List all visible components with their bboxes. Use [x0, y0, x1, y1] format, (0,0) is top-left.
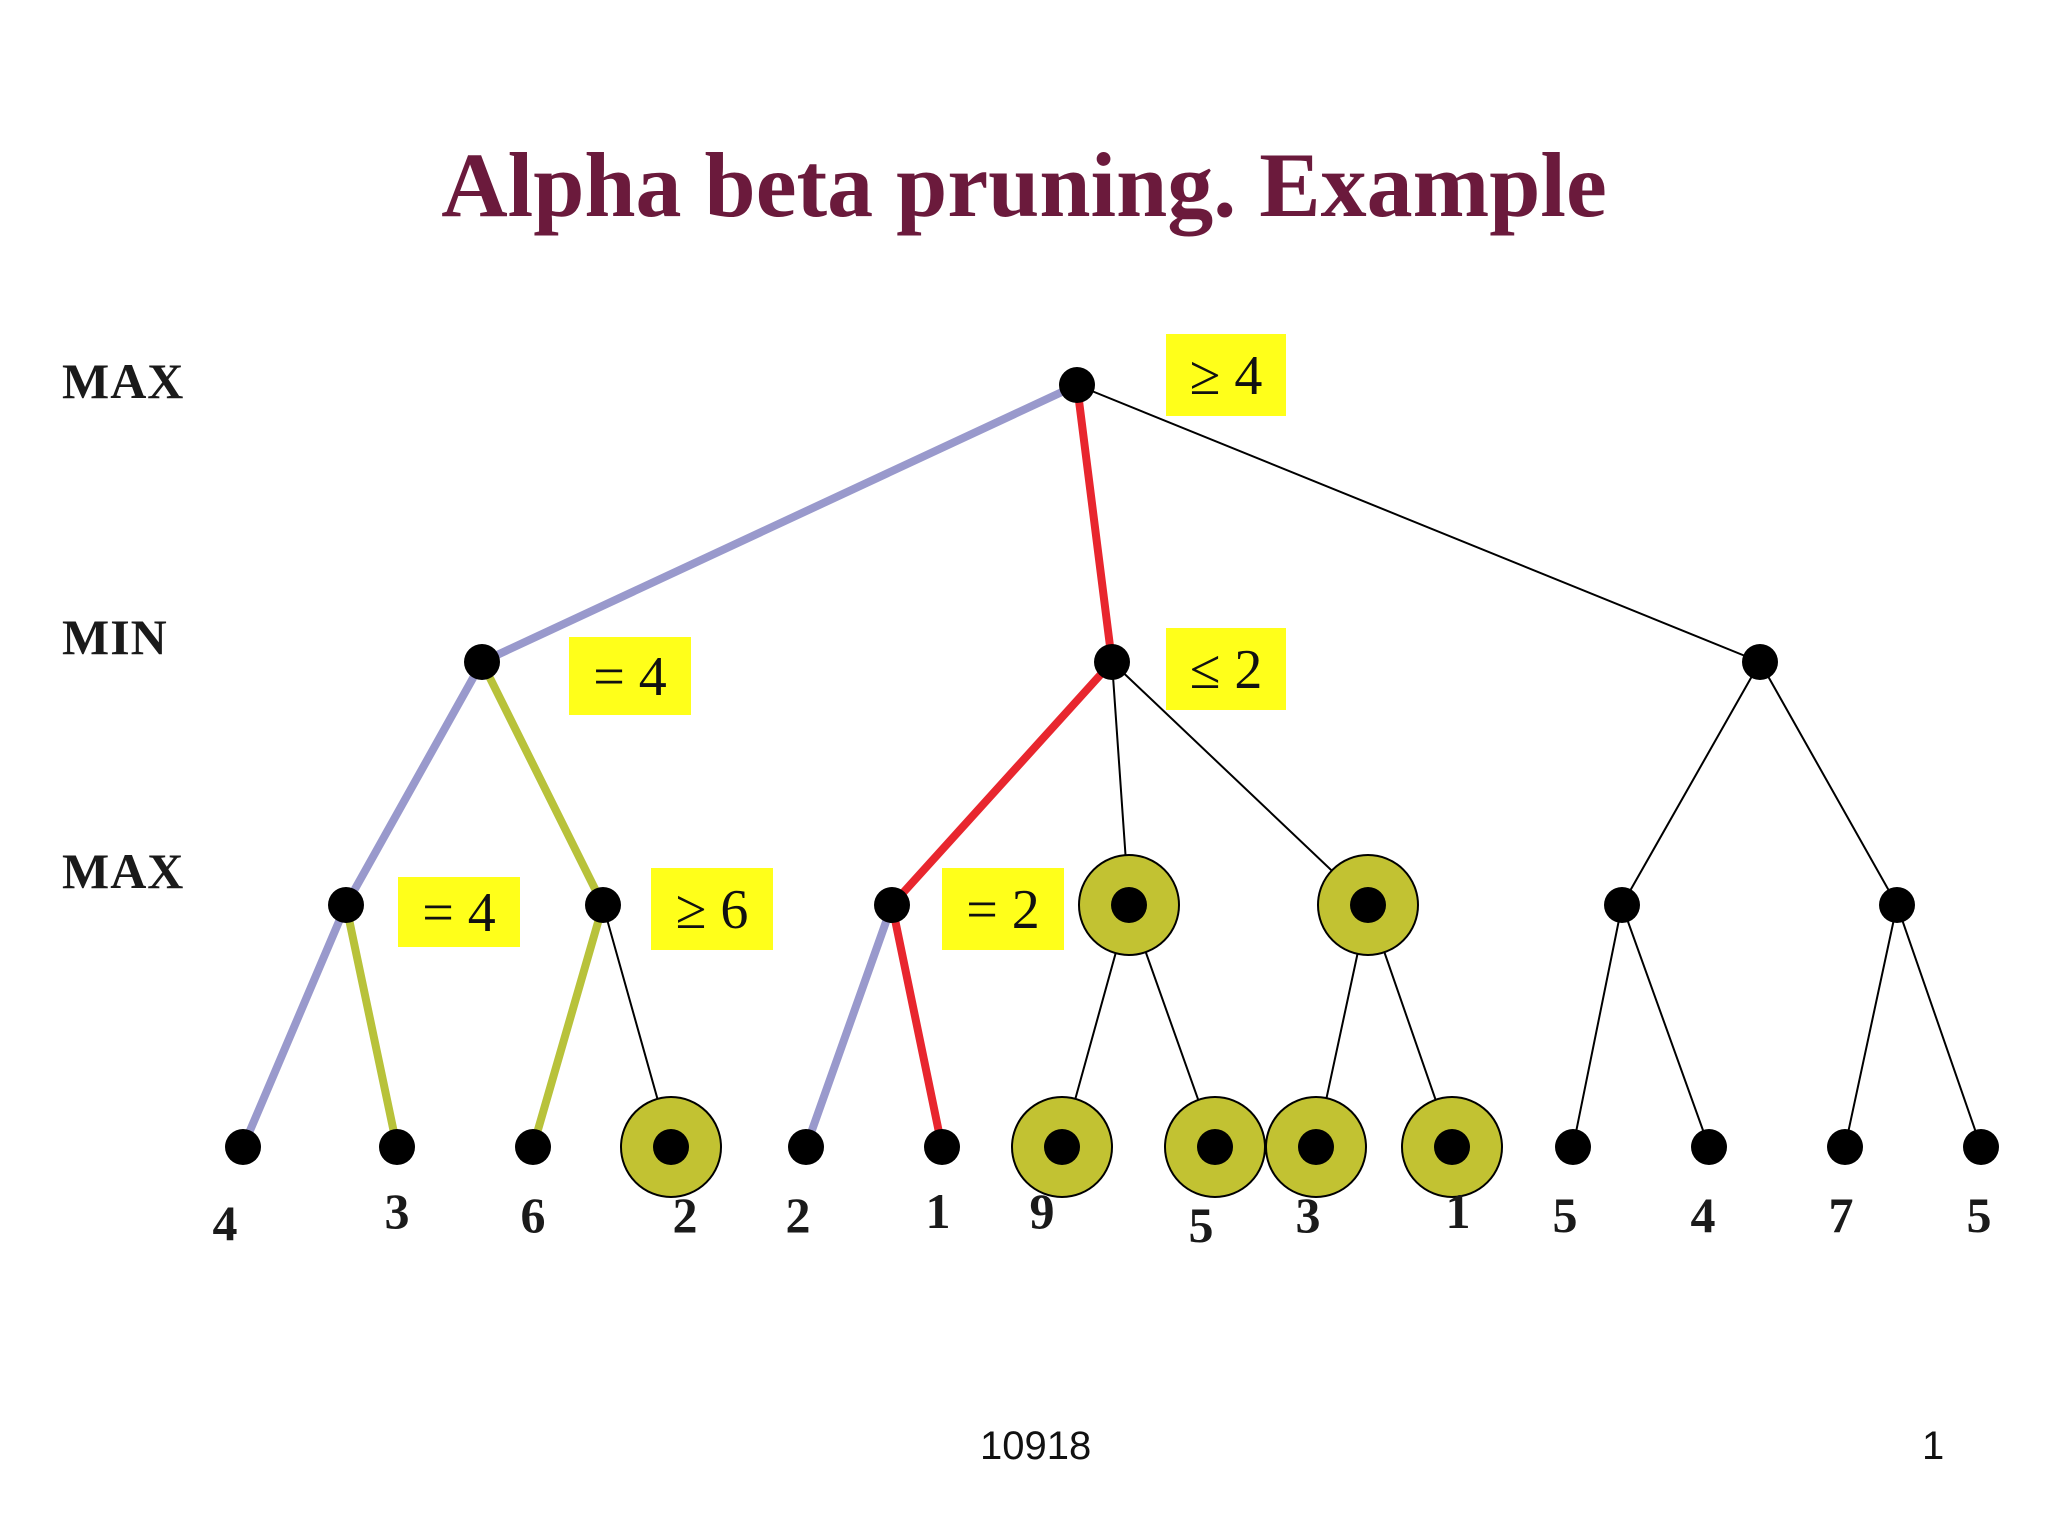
tree-node-l5 — [788, 1129, 824, 1165]
leaf-value-l14: 5 — [1967, 1187, 1992, 1243]
annotation-max1: = 4 — [398, 877, 520, 947]
footer-slide-id: 10918 — [980, 1424, 1092, 1468]
level-label-max-bottom: MAX — [62, 843, 185, 899]
annotation-text-max1: = 4 — [422, 882, 496, 944]
edge-min3-max7 — [1759, 661, 1898, 906]
leaf-value-l7: 9 — [1030, 1183, 1055, 1239]
annotation-max3: = 2 — [942, 868, 1064, 950]
leaf-value-l3: 6 — [521, 1187, 546, 1243]
tree-node-l7 — [1044, 1129, 1080, 1165]
edge-root-min2 — [1073, 381, 1116, 666]
edge-root-min3 — [1076, 384, 1761, 663]
edge-min2-max5 — [1111, 661, 1369, 906]
annotation-box-max2 — [651, 868, 773, 950]
edge-max6-l12 — [1621, 904, 1710, 1148]
edge-max1-l2 — [342, 901, 401, 1151]
annotation-box-root — [1166, 334, 1286, 416]
tree-node-max7 — [1879, 887, 1915, 923]
annotation-text-max3: = 2 — [966, 879, 1040, 941]
tree-node-l11 — [1555, 1129, 1591, 1165]
level-label-min: MIN — [62, 609, 168, 665]
annotation-min1: = 4 — [569, 637, 691, 715]
leaf-value-l9: 3 — [1296, 1187, 1321, 1243]
annotation-max2: ≥ 6 — [651, 868, 773, 950]
annotation-text-min1: = 4 — [593, 646, 667, 708]
annotation-min2: ≤ 2 — [1166, 628, 1286, 710]
edge-max1-l1 — [239, 901, 350, 1151]
tree-node-max3 — [874, 887, 910, 923]
tree-node-l8 — [1197, 1129, 1233, 1165]
tree-node-max1 — [328, 887, 364, 923]
leaf-value-l10: 1 — [1446, 1183, 1471, 1239]
tree-node-l13 — [1827, 1129, 1863, 1165]
nodes-layer — [225, 367, 1999, 1165]
leaf-values-layer: 4 3 6 2 2 1 9 5 3 1 5 4 7 5 — [213, 1183, 1992, 1253]
edge-root-min1 — [478, 381, 1081, 666]
tree-node-min3 — [1742, 644, 1778, 680]
annotation-text-min2: ≤ 2 — [1190, 639, 1263, 701]
leaf-value-l11: 5 — [1553, 1187, 1578, 1243]
leaf-value-l12: 4 — [1691, 1187, 1716, 1243]
tree-node-l2 — [379, 1129, 415, 1165]
edge-max2-l3 — [529, 901, 607, 1151]
edge-min1-max2 — [478, 658, 607, 909]
leaf-value-l6: 1 — [926, 1183, 951, 1239]
annotation-box-max3 — [942, 868, 1064, 950]
tree-node-l4 — [653, 1129, 689, 1165]
annotation-layer: ≥ 4 = 4 ≤ 2 = 4 ≥ 6 = 2 — [398, 334, 1286, 950]
tree-node-l9 — [1298, 1129, 1334, 1165]
leaf-value-l4: 2 — [673, 1187, 698, 1243]
edge-max7-l13 — [1844, 904, 1898, 1148]
leaf-value-l2: 3 — [385, 1183, 410, 1239]
edge-min2-max3 — [888, 658, 1116, 909]
edge-max7-l14 — [1896, 904, 1982, 1148]
annotation-box-min2 — [1166, 628, 1286, 710]
tree-node-l3 — [515, 1129, 551, 1165]
slide-title: Alpha beta pruning. Example — [441, 134, 1607, 236]
edge-max3-l5 — [802, 901, 896, 1151]
annotation-text-max2: ≥ 6 — [676, 879, 749, 941]
annotation-root: ≥ 4 — [1166, 334, 1286, 416]
tree-node-max6 — [1604, 887, 1640, 923]
tree-node-max2 — [585, 887, 621, 923]
annotation-text-root: ≥ 4 — [1190, 345, 1263, 407]
tree-node-l10 — [1434, 1129, 1470, 1165]
annotation-box-min1 — [569, 637, 691, 715]
tree-node-min2 — [1094, 644, 1130, 680]
edge-min1-max1 — [342, 658, 486, 909]
tree-node-l6 — [924, 1129, 960, 1165]
edge-max6-l11 — [1572, 904, 1623, 1148]
annotation-box-max1 — [398, 877, 520, 947]
edges-layer — [239, 381, 1982, 1151]
tree-node-l12 — [1691, 1129, 1727, 1165]
edge-max3-l6 — [888, 901, 946, 1151]
tree-node-max5 — [1350, 887, 1386, 923]
edge-min3-max6 — [1621, 661, 1761, 906]
tree-node-min1 — [464, 644, 500, 680]
footer-page-number: 1 — [1922, 1424, 1945, 1468]
leaf-value-l1: 4 — [213, 1195, 238, 1251]
level-label-max-top: MAX — [62, 353, 185, 409]
tree-node-l1 — [225, 1129, 261, 1165]
leaf-value-l8: 5 — [1189, 1197, 1214, 1253]
leaf-value-l5: 2 — [786, 1187, 811, 1243]
tree-node-l14 — [1963, 1129, 1999, 1165]
tree-node-root — [1059, 367, 1095, 403]
tree-node-max4 — [1111, 887, 1147, 923]
leaf-value-l13: 7 — [1829, 1187, 1854, 1243]
